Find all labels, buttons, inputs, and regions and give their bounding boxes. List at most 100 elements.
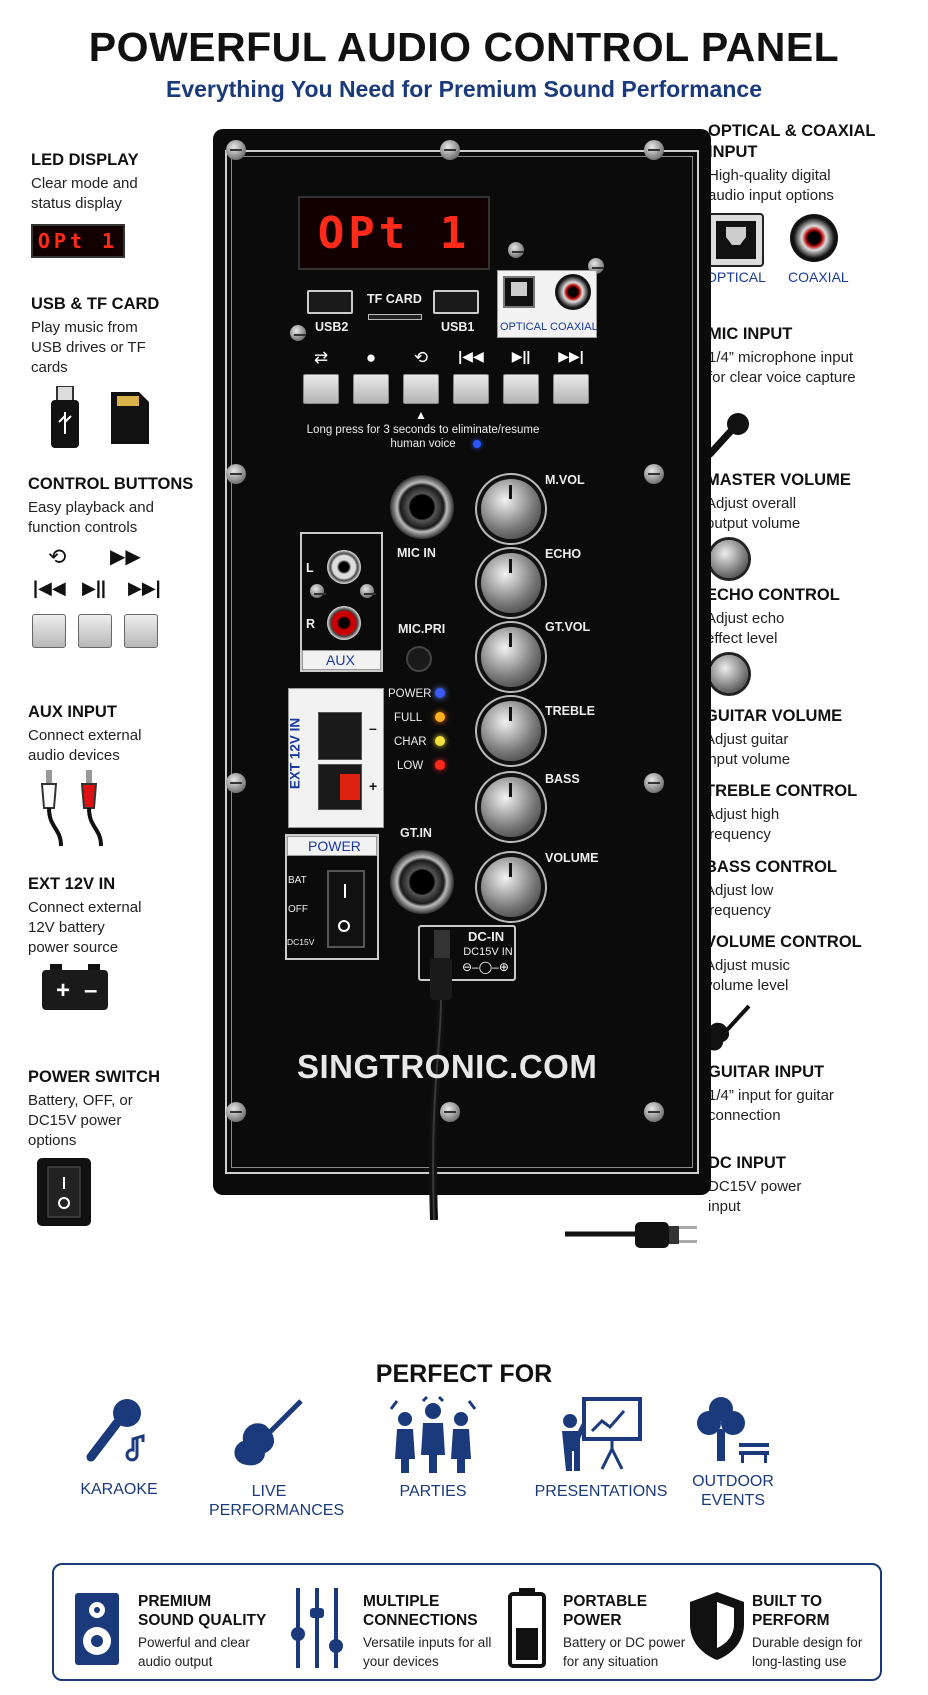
bass-knob[interactable] [481,777,541,837]
perfect-for-title: PERFECT FOR [375,1360,553,1388]
play-pause-button[interactable] [503,374,539,404]
arrow-up-icon: ▲ [415,408,427,422]
ext12v-label: EXT 12V IN [287,717,303,790]
guitar-icon [234,1399,303,1466]
use-label: OUTDOOR EVENTS [692,1473,774,1509]
feature-title: MASTER VOLUME [706,471,851,489]
microphone-icon [706,413,749,458]
use-label: LIVE PERFORMANCES [209,1483,345,1519]
aux-box [300,532,383,672]
screw-icon [644,140,664,160]
knob-icon [710,655,748,693]
power-mode-off: OFF [288,904,308,915]
repeat-icon: ⟲ [48,544,67,569]
guitar-volume-knob[interactable] [481,627,541,687]
aux-r-label: R [306,617,316,631]
long-press-note: Long press for 3 seconds to eliminate/re… [306,424,540,450]
presenter-icon [562,1397,642,1471]
screw-icon [440,1102,460,1122]
aux-left-jack[interactable] [327,550,361,584]
usb-drive-icon [51,386,79,448]
power-plug-icon [565,1222,697,1248]
mic-in-label: MIC IN [397,546,436,560]
people-icon [389,1395,477,1473]
ext12v-red-tab [340,774,360,800]
bottom-feature-built: BUILT TO PERFORM Durable design for long… [752,1592,877,1671]
echo-knob[interactable] [481,553,541,613]
screw-icon [508,242,524,258]
mic-pri-label: MIC.PRI [398,622,446,636]
bottom-feature-title: PORTABLE POWER [563,1593,648,1629]
play-pause-icon: ▶|| [82,578,106,598]
feature-usb-tf: USB & TF CARD Play music from USB drives… [31,294,221,448]
power-label: POWER [308,838,361,854]
previous-button[interactable] [453,374,489,404]
feature-volume-control: VOLUME CONTROL Adjust music volume level [703,932,895,1051]
knob-echo-label: ECHO [545,547,582,561]
feature-desc: Play music from USB drives or TF cards [31,319,146,376]
led-full-light [435,712,445,722]
features-box [52,1563,882,1681]
tf-card-slot[interactable] [368,314,422,320]
volume-knob[interactable] [481,857,541,917]
bottom-feature-power: PORTABLE POWER Battery or DC power for a… [563,1592,693,1671]
bottom-feature-desc: Versatile inputs for all your devices [363,1635,492,1669]
coaxial-port[interactable] [555,274,591,310]
feature-title: GUITAR INPUT [708,1063,825,1081]
svg-text:+: + [56,977,70,1004]
sliders-icon [291,1588,343,1668]
feature-desc: Clear mode and status display [31,175,138,212]
screw-icon [644,464,664,484]
usb2-label: USB2 [315,320,349,334]
power-rocker-switch[interactable] [327,870,365,948]
feature-desc: 1/4” input for guitar connection [708,1087,834,1124]
mic-in-jack[interactable] [390,475,454,539]
feature-title: CONTROL BUTTONS [28,475,194,493]
ext12v-terminal-black[interactable] [318,712,362,760]
feature-led-display: LED DISPLAY Clear mode and status displa… [31,150,221,258]
feature-desc: Adjust guitar input volume [705,731,791,768]
rca-cable-icon [40,770,103,847]
usb1-label: USB1 [441,320,475,334]
feature-desc: Easy playback and function controls [28,499,154,536]
control-button-3 [124,614,158,648]
record-icon: ● [365,348,377,367]
speaker-icon [75,1593,119,1665]
led-display: OPt 1 [298,196,490,270]
guitar-in-jack[interactable] [390,850,454,914]
dc-cable [429,930,452,1220]
feature-desc: High-quality digital audio input options [708,167,834,204]
master-volume-knob[interactable] [481,479,541,539]
feature-control-buttons: CONTROL BUTTONS Easy playback and functi… [28,474,218,648]
use-presentations: PRESENTATIONS [516,1395,686,1501]
next-button[interactable] [553,374,589,404]
feature-title: VOLUME CONTROL [705,933,862,951]
aux-right-jack[interactable] [327,606,361,640]
mic-priority-button[interactable] [406,646,432,672]
feature-treble-control: TREBLE CONTROL Adjust high frequency [705,781,895,845]
optical-port-icon [708,213,764,267]
knob-bass-label: BASS [545,772,580,786]
shuffle-button[interactable] [303,374,339,404]
panel-border [225,150,699,1174]
bottom-feature-desc: Durable design for long-lasting use [752,1635,863,1669]
feature-title: TREBLE CONTROL [705,782,858,800]
led-power-label: POWER [388,688,432,700]
bottom-feature-sound: PREMIUM SOUND QUALITY Powerful and clear… [138,1592,268,1671]
knob-treble-label: TREBLE [545,704,595,718]
panel-optical-label: OPTICAL [500,321,548,333]
shield-icon [690,1592,744,1660]
feature-desc: Adjust echo effect level [706,610,785,647]
rocker-switch-icon [37,1158,91,1226]
treble-knob[interactable] [481,701,541,761]
power-mode-bat: BAT [288,875,307,886]
usb2-port[interactable] [307,290,353,314]
blue-indicator-light [473,440,481,448]
fast-forward-icon: ▶▶ [110,546,141,568]
usb1-port[interactable] [433,290,479,314]
page-title: POWERFUL AUDIO CONTROL PANEL [88,24,840,70]
repeat-button[interactable] [403,374,439,404]
bottom-feature-title: BUILT TO PERFORM [752,1593,830,1629]
screw-icon [226,140,246,160]
record-button[interactable] [353,374,389,404]
